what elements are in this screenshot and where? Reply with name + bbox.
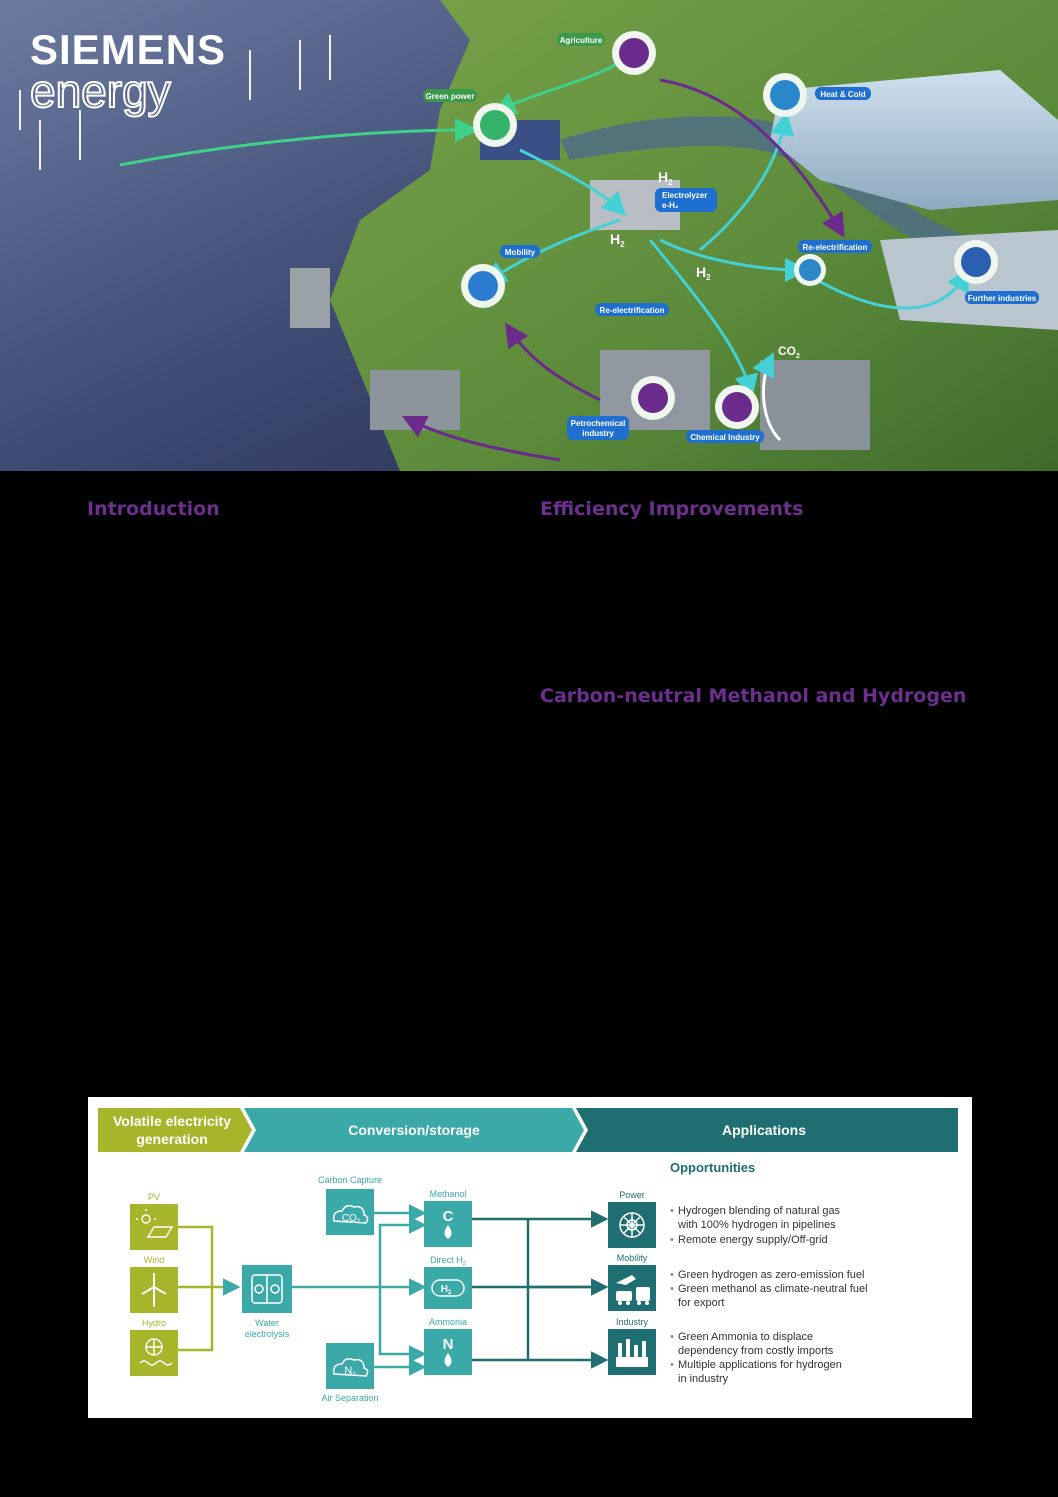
label-green-power: Green power	[426, 92, 475, 101]
svg-text:Hydro: Hydro	[142, 1318, 166, 1328]
svg-text:H2: H2	[441, 1284, 452, 1296]
svg-text:•: •	[670, 1269, 674, 1281]
opp-power-1: Hydrogen blending of natural gas	[678, 1205, 841, 1217]
opp-power-3: Remote energy supply/Off-grid	[678, 1234, 828, 1246]
ammonia-drop-icon: N	[443, 1336, 454, 1367]
opp-mobility-3: for export	[678, 1297, 724, 1309]
svg-text:N: N	[443, 1336, 454, 1353]
label-chemical-industry: Chemical Industry	[690, 433, 760, 442]
air-separation-box	[326, 1343, 374, 1389]
opp-mobility-1: Green hydrogen as zero-emission fuel	[678, 1269, 864, 1281]
svg-text:Carbon Capture: Carbon Capture	[318, 1175, 382, 1185]
label-further-industries: Further industries	[968, 294, 1037, 303]
hydrogen-value-chain-diagram: Volatile electricity generation Conversi…	[88, 1097, 972, 1418]
n2-cloud-icon: N2	[332, 1357, 369, 1378]
svg-text:Applications: Applications	[722, 1122, 806, 1138]
svg-text:•: •	[670, 1359, 674, 1371]
h2-glyph-c: H	[696, 264, 706, 280]
label-petrochemical: Petrochemical	[571, 419, 626, 428]
hydro-wheel-icon	[139, 1338, 173, 1366]
svg-text:Methanol: Methanol	[429, 1189, 466, 1199]
ammonia-box	[424, 1329, 472, 1375]
svg-text:generation: generation	[136, 1131, 208, 1147]
opp-mobility-2: Green methanol as climate-neutral fuel	[678, 1283, 868, 1295]
heading-introduction: Introduction	[87, 498, 220, 520]
h2-glyph-a: H	[658, 169, 668, 185]
svg-text:H2: H2	[658, 169, 673, 187]
label-electrolyzer: Electrolyzer	[662, 191, 707, 200]
svg-text:•: •	[670, 1283, 674, 1295]
svg-text:H2: H2	[696, 264, 711, 282]
opp-industry-2: dependency from costly imports	[678, 1345, 834, 1357]
svg-text:Air Separation: Air Separation	[321, 1393, 378, 1403]
svg-text:electrolysis: electrolysis	[245, 1329, 290, 1339]
methanol-box	[424, 1201, 472, 1247]
methanol-drop-icon: C	[443, 1208, 454, 1239]
sun-icon	[136, 1209, 174, 1238]
svg-text:Water: Water	[255, 1318, 279, 1328]
label-agriculture: Agriculture	[560, 36, 603, 45]
hero-illustration: Agriculture Green power Heat & Cold Elec…	[0, 0, 1058, 471]
heading-carbon-neutral: Carbon-neutral Methanol and Hydrogen	[540, 685, 967, 707]
opp-industry-1: Green Ammonia to displace	[678, 1331, 813, 1343]
opp-power-2: with 100% hydrogen in pipelines	[677, 1219, 836, 1231]
wind-turbine-icon	[141, 1273, 167, 1307]
svg-text:Ammonia: Ammonia	[429, 1317, 467, 1327]
svg-text:Volatile electricity: Volatile electricity	[113, 1113, 231, 1129]
svg-text:•: •	[670, 1331, 674, 1343]
factory-icon	[616, 1339, 648, 1367]
opportunities-title: Opportunities	[670, 1160, 755, 1175]
stage-generation	[98, 1108, 252, 1152]
svg-text:SIEMENS: SIEMENS	[30, 26, 226, 73]
co2-cloud-icon: CO2	[332, 1204, 369, 1225]
svg-text:•: •	[670, 1234, 674, 1246]
co2-glyph: CO	[778, 344, 796, 358]
stage-applications	[576, 1108, 958, 1152]
opp-industry-4: in industry	[678, 1373, 729, 1385]
stage-conversion	[244, 1108, 584, 1152]
label-petrochemical-industry: industry	[582, 429, 614, 438]
vehicles-icon	[616, 1275, 650, 1305]
svg-text:H2: H2	[610, 231, 625, 249]
opp-industry-3: Multiple applications for hydrogen	[678, 1359, 842, 1371]
h2-glyph-b: H	[610, 231, 620, 247]
svg-text:Industry: Industry	[616, 1317, 649, 1327]
direct-h2-box	[424, 1267, 472, 1309]
siemens-energy-logo: SIEMENS energy	[29, 26, 226, 118]
label-reelectrification-b: Re-electrification	[803, 243, 868, 252]
h2-cylinder-icon: H2	[431, 1279, 465, 1297]
svg-text:CO2: CO2	[778, 344, 800, 360]
svg-text:Power: Power	[619, 1190, 645, 1200]
svg-text:energy: energy	[30, 65, 171, 117]
svg-text:Mobility: Mobility	[617, 1253, 648, 1263]
industry-box	[608, 1329, 656, 1375]
heading-efficiency-improvements: Efficiency Improvements	[540, 498, 804, 520]
turbine-icon	[619, 1212, 645, 1238]
label-electrolyzer-eh2: e-H₂	[662, 201, 679, 210]
svg-text:Conversion/storage: Conversion/storage	[348, 1122, 480, 1138]
label-heat-cold: Heat & Cold	[820, 90, 865, 99]
svg-text:N2: N2	[344, 1365, 356, 1378]
carbon-capture-box	[326, 1189, 374, 1235]
svg-text:Direct H2: Direct H2	[430, 1255, 467, 1267]
svg-text:PV: PV	[148, 1192, 160, 1202]
svg-text:CO2: CO2	[342, 1213, 361, 1225]
label-mobility: Mobility	[505, 248, 536, 257]
svg-text:Wind: Wind	[144, 1255, 165, 1265]
svg-text:C: C	[443, 1208, 454, 1225]
label-reelectrification-a: Re-electrification	[600, 306, 665, 315]
electrolyzer-icon	[251, 1274, 283, 1304]
svg-text:•: •	[670, 1205, 674, 1217]
